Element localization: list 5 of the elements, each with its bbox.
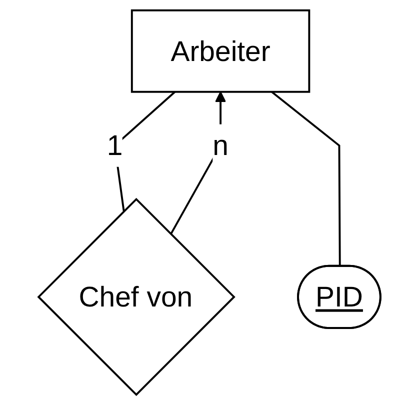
connector — [271, 91, 341, 267]
edge-label: 1 — [106, 129, 123, 162]
node-box: Arbeiter — [130, 9, 310, 93]
edge-label: n — [212, 129, 228, 162]
node-diamond: Chef von — [37, 198, 236, 396]
